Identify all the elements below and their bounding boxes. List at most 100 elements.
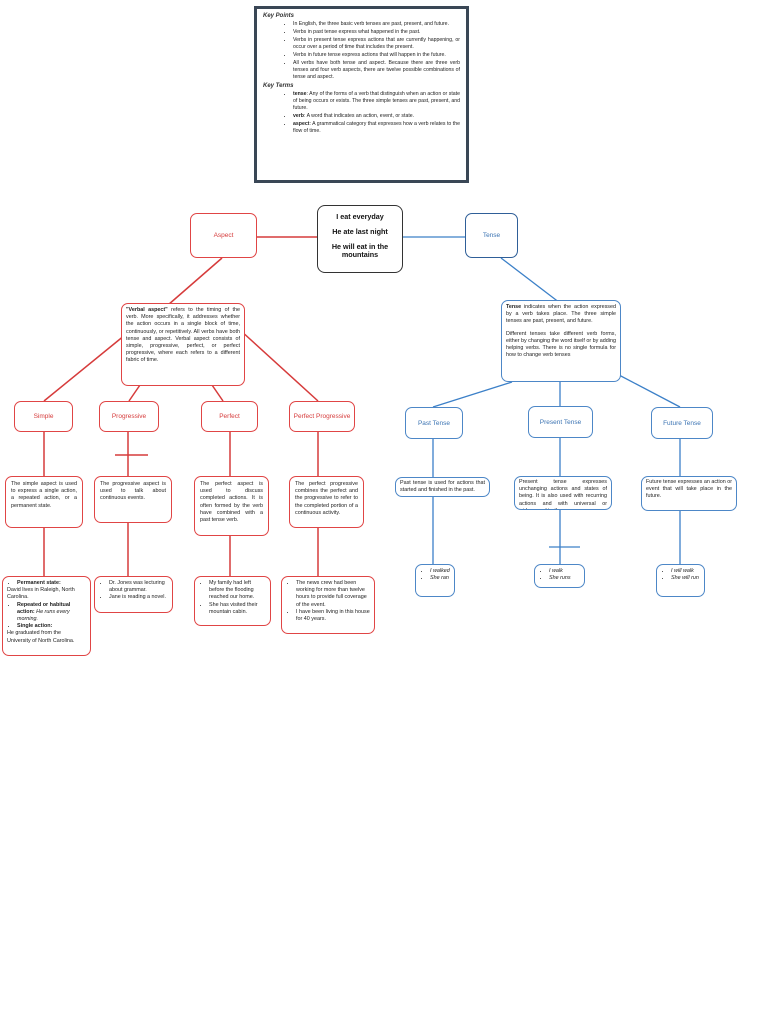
- perfect-progressive-definition-text: The perfect progressive combines the per…: [295, 481, 358, 516]
- perfect-progressive-definition: The perfect progressive combines the per…: [289, 476, 364, 528]
- past-tense-definition-text: Past tense is used for actions that star…: [400, 480, 485, 494]
- example-item: I have been living in this house for 40 …: [296, 609, 370, 623]
- example-item: I walk: [549, 568, 580, 575]
- future-tense-label: Future Tense: [663, 419, 701, 427]
- key-point: Verbs in past tense express what happene…: [293, 29, 460, 36]
- present-tense-definition-text: Present tense expresses unchanging actio…: [519, 479, 607, 509]
- simple-definition-text: The simple aspect is used to express a s…: [11, 481, 77, 509]
- present-tense-definition: Present tense expresses unchanging actio…: [514, 476, 612, 510]
- example-item: Dr. Jones was lecturing about grammar.: [109, 580, 168, 594]
- present-tense-label: Present Tense: [539, 418, 582, 426]
- tense-description-text: indicates when the action expressed by a…: [506, 304, 616, 325]
- progressive-definition: The progressive aspect is used to talk a…: [94, 476, 172, 523]
- example-item: My family had left before the flooding r…: [209, 580, 266, 602]
- tense-description-text-2: Different tenses take different verb for…: [506, 330, 616, 359]
- example-item: I will walk: [671, 568, 700, 575]
- future-tense-examples: I will walk She will run: [656, 564, 705, 597]
- example-text: He runs every morning.: [17, 608, 70, 623]
- perfect-definition: The perfect aspect is used to discuss co…: [194, 476, 269, 536]
- center-line-present: I eat everyday: [336, 212, 384, 221]
- tense-description-lead: Tense: [506, 304, 522, 310]
- example-text: She runs: [549, 575, 571, 582]
- present-tense-examples-list: I walk She runs: [539, 568, 580, 582]
- key-point: All verbs have both tense and aspect. Be…: [293, 60, 460, 81]
- key-point: Verbs in present tense express actions t…: [293, 37, 460, 51]
- aspect-perfect-progressive-node: Perfect Progressive: [289, 401, 355, 432]
- key-terms-list: tense: Any of the forms of a verb that d…: [263, 91, 460, 135]
- center-line-future: He will eat in the mountains: [331, 242, 389, 259]
- progressive-examples: Dr. Jones was lecturing about grammar. J…: [94, 576, 173, 613]
- aspect-simple-label: Simple: [33, 413, 54, 420]
- tense-label: Tense: [482, 232, 501, 239]
- present-tense-node: Present Tense: [528, 406, 593, 438]
- key-term-word: verb: [293, 113, 304, 119]
- center-examples-node: I eat everyday He ate last night He will…: [317, 205, 403, 273]
- example-heading: Single action:: [17, 623, 53, 630]
- example-item: He graduated from the University of Nort…: [7, 630, 75, 644]
- aspect-progressive-label: Progressive: [111, 413, 147, 420]
- perfect-progressive-examples: The news crew had been working for more …: [281, 576, 375, 634]
- key-term: aspect: A grammatical category that expr…: [293, 121, 460, 135]
- example-item: She will run: [671, 575, 700, 582]
- past-tense-examples-list: I walked She ran: [420, 568, 450, 582]
- future-tense-definition-text: Future tense expresses an action or even…: [646, 479, 732, 500]
- example-item: The news crew had been working for more …: [296, 580, 370, 609]
- example-item: David lives in Raleigh, North Carolina.: [7, 587, 75, 601]
- example-text: I walked: [430, 568, 450, 574]
- example-item: She ran: [430, 575, 450, 582]
- aspect-simple-node: Simple: [14, 401, 73, 432]
- example-item: Permanent state:: [17, 580, 86, 587]
- aspect-progressive-node: Progressive: [99, 401, 159, 432]
- key-term-def: : A word that indicates an action, event…: [303, 113, 415, 119]
- simple-examples-list: Permanent state:: [7, 580, 86, 587]
- past-tense-examples: I walked She ran: [415, 564, 455, 597]
- perfect-definition-text: The perfect aspect is used to discuss co…: [200, 481, 263, 524]
- key-term-word: aspect: [293, 121, 310, 127]
- tense-node: Tense: [465, 213, 518, 258]
- key-term-def: : Any of the forms of a verb that distin…: [293, 91, 460, 111]
- perfect-examples: My family had left before the flooding r…: [194, 576, 271, 626]
- aspect-description: "Verbal aspect" refers to the timing of …: [121, 303, 245, 386]
- past-tense-label: Past Tense: [417, 419, 451, 427]
- simple-examples-list: Repeated or habitual action: He runs eve…: [7, 602, 86, 631]
- center-line-past: He ate last night: [332, 227, 388, 236]
- past-tense-definition: Past tense is used for actions that star…: [395, 477, 490, 497]
- key-point: In English, the three basic verb tenses …: [293, 21, 460, 28]
- progressive-definition-text: The progressive aspect is used to talk a…: [100, 481, 166, 502]
- key-term: verb: A word that indicates an action, e…: [293, 113, 460, 120]
- simple-examples: Permanent state: David lives in Raleigh,…: [2, 576, 91, 656]
- example-text: She ran: [430, 575, 449, 582]
- example-item: Single action:: [17, 623, 86, 630]
- future-tense-node: Future Tense: [651, 407, 713, 439]
- aspect-perfect-label: Perfect: [219, 413, 240, 420]
- key-term: tense: Any of the forms of a verb that d…: [293, 91, 460, 112]
- aspect-perfect-node: Perfect: [201, 401, 258, 432]
- present-tense-examples: I walk She runs: [534, 564, 585, 588]
- simple-definition: The simple aspect is used to express a s…: [5, 476, 83, 528]
- progressive-examples-list: Dr. Jones was lecturing about grammar. J…: [99, 580, 168, 602]
- example-heading: Permanent state:: [17, 580, 61, 586]
- example-heading: Repeated or habitual action:: [17, 601, 71, 615]
- example-item: I walked: [430, 568, 450, 575]
- example-text: I walk: [549, 568, 563, 574]
- key-term-word: tense: [293, 91, 307, 97]
- key-points-list: In English, the three basic verb tenses …: [263, 21, 460, 81]
- aspect-perfect-progressive-label: Perfect Progressive: [293, 413, 351, 420]
- future-tense-examples-list: I will walk She will run: [661, 568, 700, 582]
- past-tense-node: Past Tense: [405, 407, 463, 439]
- aspect-node: Aspect: [190, 213, 257, 258]
- example-item: She runs: [549, 575, 580, 582]
- aspect-description-text: refers to the timing of the verb. More s…: [126, 307, 241, 364]
- key-terms-heading: Key Terms: [263, 83, 294, 89]
- aspect-label: Aspect: [213, 232, 234, 239]
- example-item: Repeated or habitual action: He runs eve…: [17, 602, 86, 624]
- example-item: She has visited their mountain cabin.: [209, 602, 266, 616]
- aspect-description-lead: "Verbal aspect": [126, 307, 168, 313]
- perfect-examples-list: My family had left before the flooding r…: [199, 580, 266, 616]
- tense-description: Tense indicates when the action expresse…: [501, 300, 621, 382]
- key-point: Verbs in future tense express actions th…: [293, 52, 460, 59]
- perfect-progressive-examples-list: The news crew had been working for more …: [286, 580, 370, 623]
- example-text: I will walk: [671, 568, 694, 574]
- key-points-heading: Key Points: [263, 13, 295, 19]
